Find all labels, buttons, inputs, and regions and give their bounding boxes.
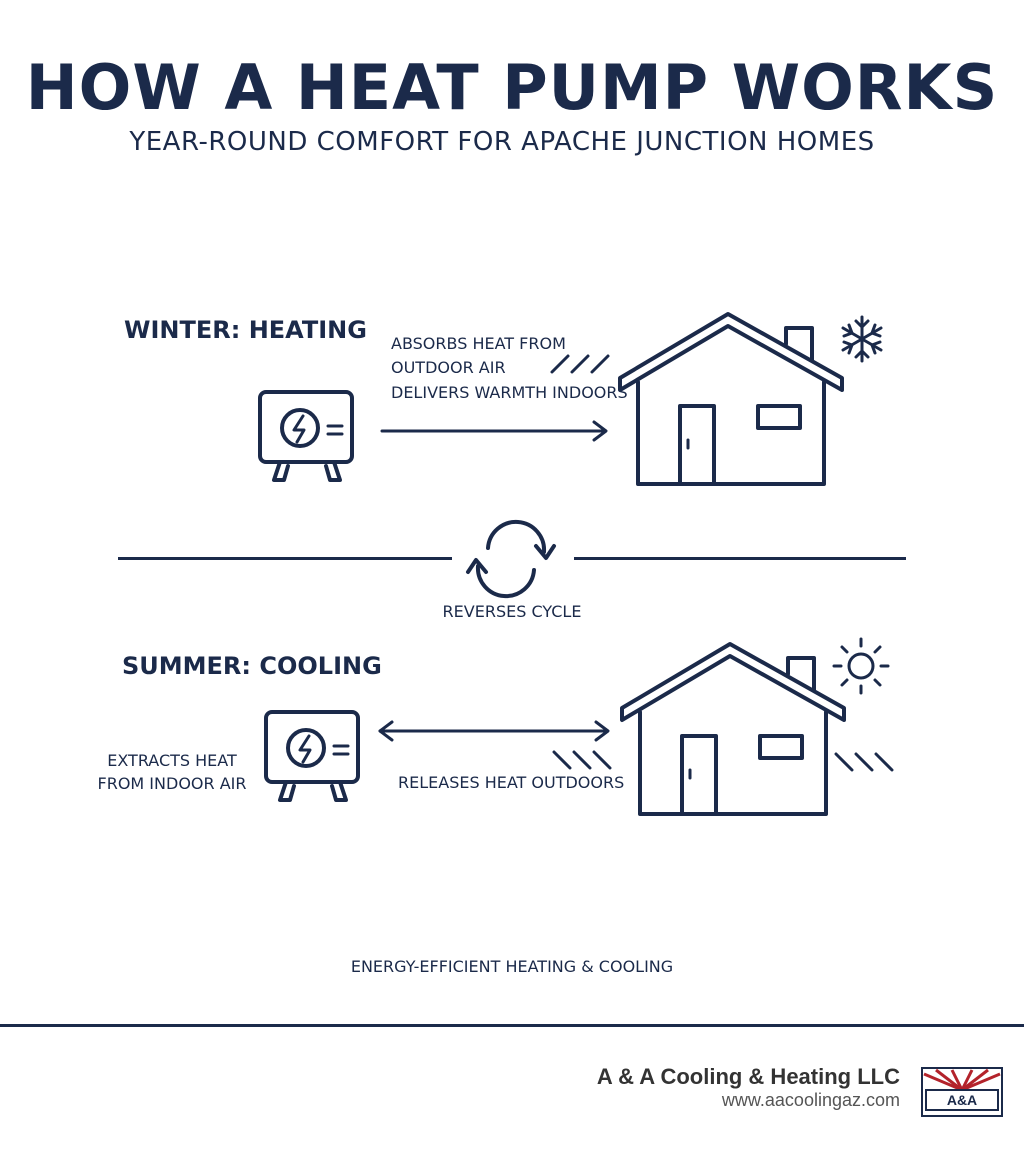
winter-section-title: WINTER: HEATING: [124, 316, 367, 344]
winter-label-line2: OUTDOOR AIR: [391, 358, 506, 377]
wind-lines-icon: [834, 752, 894, 772]
snowflake-icon: [841, 315, 883, 363]
divider-right: [574, 557, 906, 560]
summer-left-line2: FROM INDOOR AIR: [97, 774, 247, 793]
winter-label-line3: DELIVERS WARMTH INDOORS: [391, 383, 628, 402]
divider-left: [118, 557, 452, 560]
page-subtitle: YEAR-ROUND COMFORT FOR APACHE JUNCTION H…: [129, 127, 875, 157]
company-name: A & A Cooling & Heating LLC: [596, 1064, 900, 1089]
heat-pump-unit-icon: [264, 710, 360, 802]
summer-right-label: RELEASES HEAT OUTDOORS: [398, 773, 625, 792]
house-icon: [620, 642, 846, 816]
double-arrow-icon: [378, 720, 610, 742]
tagline: ENERGY-EFFICIENT HEATING & COOLING: [350, 957, 674, 976]
cycle-label: REVERSES CYCLE: [442, 602, 582, 621]
page-title: HOW A HEAT PUMP WORKS: [25, 51, 999, 124]
wind-lines-icon: [550, 354, 610, 374]
logo-text: A&A: [947, 1092, 977, 1108]
arrow-right-icon: [380, 420, 608, 442]
footer-divider: [0, 1024, 1024, 1027]
heat-pump-unit-icon: [258, 390, 354, 482]
summer-left-line1: EXTRACTS HEAT: [107, 751, 237, 770]
company-logo: A&A: [921, 1067, 1003, 1117]
sun-icon: [832, 637, 890, 695]
company-website[interactable]: www.aacoolingaz.com: [721, 1090, 900, 1110]
winter-label-line1: ABSORBS HEAT FROM: [391, 334, 566, 353]
house-icon: [618, 312, 844, 486]
summer-section-title: SUMMER: COOLING: [122, 652, 382, 680]
refresh-cycle-icon: [466, 520, 556, 598]
wind-lines-icon: [552, 750, 612, 770]
